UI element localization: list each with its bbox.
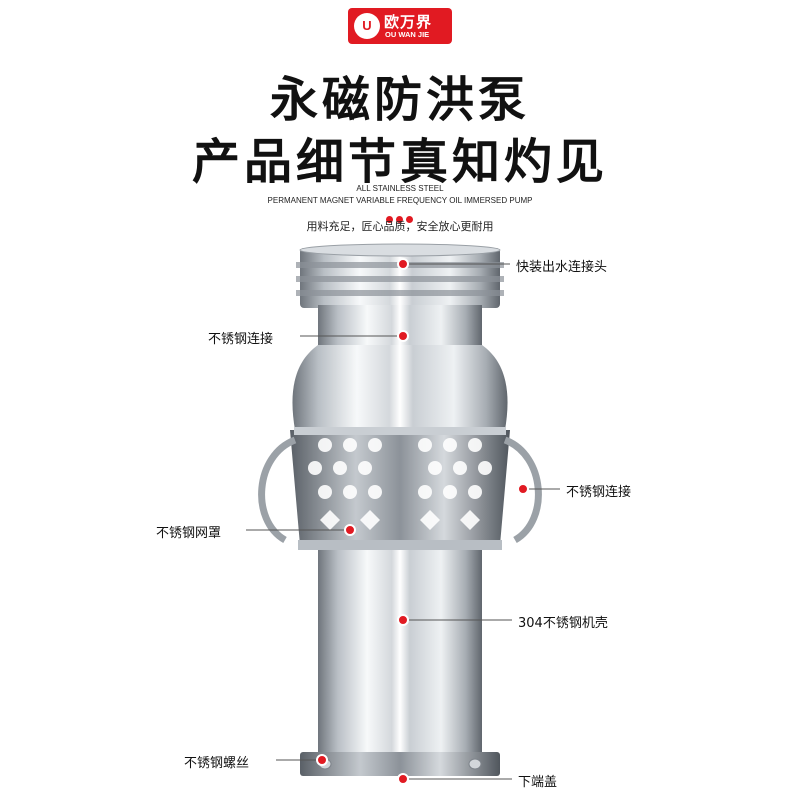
subtitle-en-line2: PERMANENT MAGNET VARIABLE FREQUENCY OIL … — [267, 196, 533, 205]
headline-line2: 产品细节真知灼见 — [191, 134, 608, 190]
outlet-connector — [296, 243, 504, 308]
brand-name-cn: 欧万界 — [384, 13, 433, 31]
brand-logo-mark: U — [354, 13, 380, 39]
tagline: 用料充足，匠心品质，安全放心更耐用 — [306, 220, 494, 233]
label-outlet-connector: 快装出水连接头 — [516, 260, 608, 275]
pump-housing — [318, 550, 482, 755]
marker-side-connection — [517, 483, 529, 495]
label-housing: 304不锈钢机壳 — [518, 616, 608, 631]
bottom-cover — [300, 752, 500, 776]
brand-logo: U 欧万界 OU WAN JIE — [348, 8, 452, 44]
subtitle-en-line1: ALL STAINLESS STEEL — [356, 184, 444, 193]
decorative-dots — [384, 208, 416, 223]
label-bottom-cover: 下端盖 — [518, 775, 558, 790]
brand-name-en: OU WAN JIE — [385, 30, 430, 39]
label-screws: 不锈钢螺丝 — [184, 756, 250, 771]
left-handle — [258, 436, 297, 544]
shoulder-dome — [292, 345, 508, 430]
marker-mesh-cover — [344, 524, 356, 536]
marker-screws — [316, 754, 328, 766]
right-handle — [503, 436, 542, 544]
label-upper-connection: 不锈钢连接 — [208, 332, 274, 347]
label-mesh-cover: 不锈钢网罩 — [156, 526, 222, 541]
marker-housing — [397, 614, 409, 626]
mesh-cover — [290, 427, 510, 550]
marker-upper-connection — [397, 330, 409, 342]
label-side-connection: 不锈钢连接 — [566, 485, 632, 500]
marker-bottom-cover — [397, 773, 409, 785]
headline-line1: 永磁防洪泵 — [269, 72, 530, 128]
marker-outlet-connector — [397, 258, 409, 270]
